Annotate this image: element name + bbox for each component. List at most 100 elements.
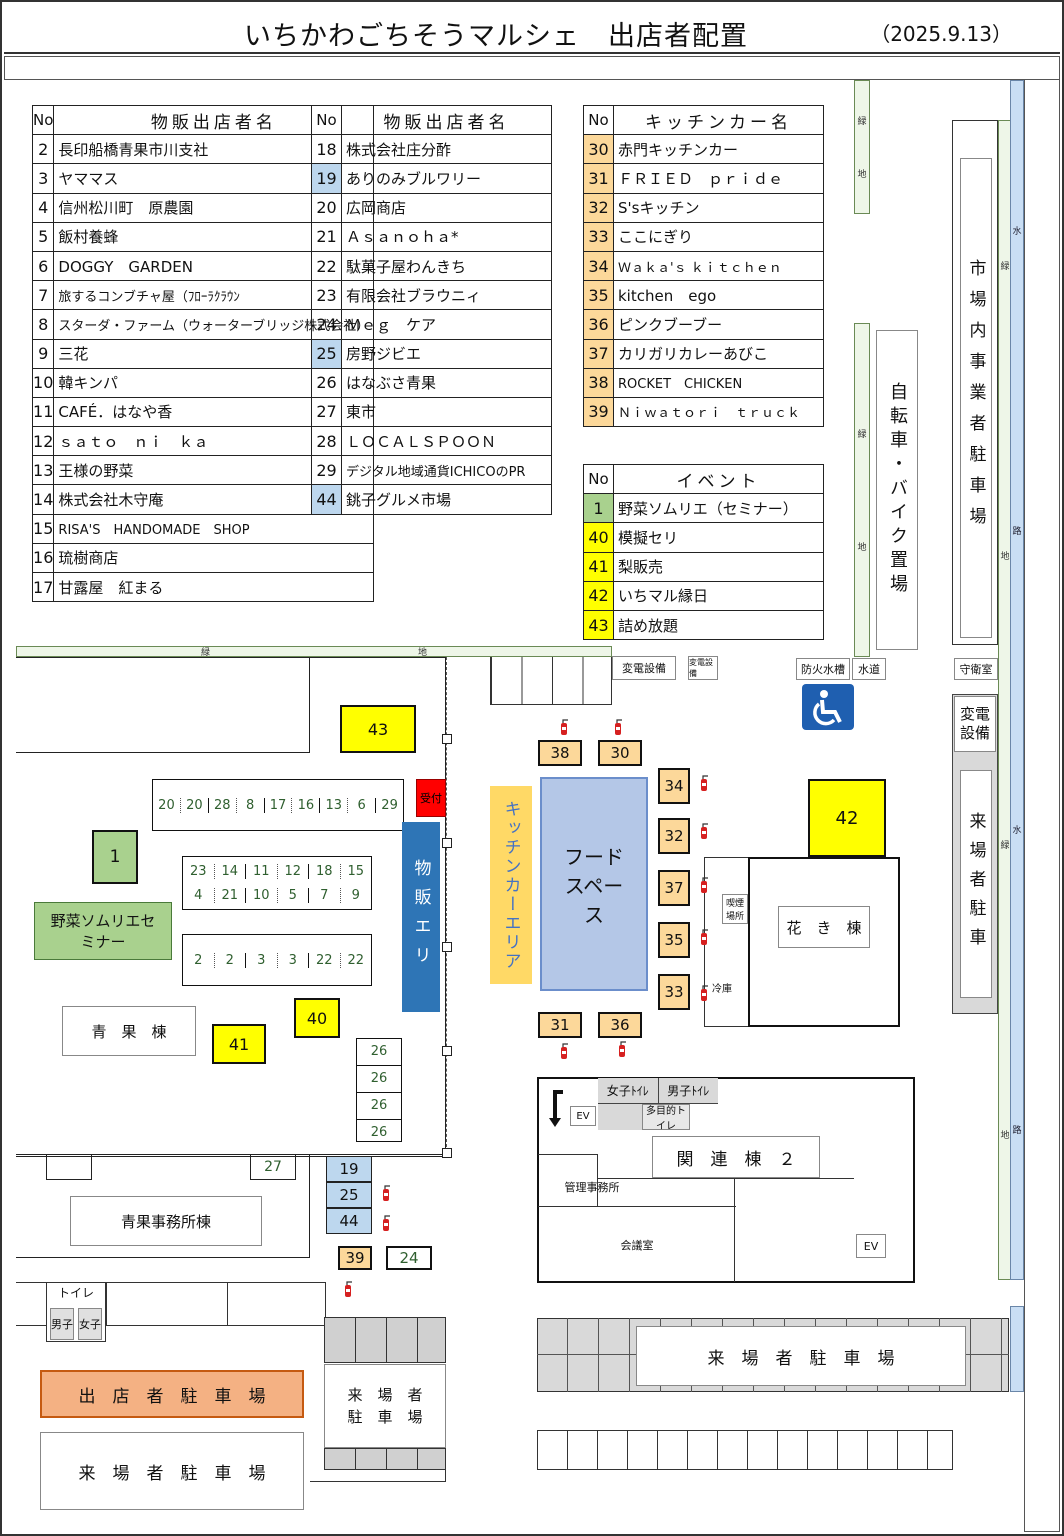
green-strip-top: 緑地 — [854, 80, 870, 214]
visitor-parking-mid: 来 場 者 駐 車 場 — [324, 1364, 446, 1448]
green-label: 緑 — [1000, 262, 1010, 273]
row-number: 24 — [311, 309, 342, 340]
stall-number: 26 — [357, 1093, 401, 1120]
stall-number: 8 — [237, 797, 265, 813]
row-number: 31 — [583, 163, 614, 194]
marker — [442, 1148, 452, 1158]
seika-office-notch-left — [46, 1154, 92, 1180]
row-name: いちマル縁日 — [613, 580, 824, 611]
row-number: 9 — [31, 338, 55, 369]
stall-number: 12 — [278, 863, 309, 879]
kanren-building — [537, 1077, 915, 1283]
row-number: 19 — [311, 163, 342, 194]
seika-office-label: 青果事務所棟 — [70, 1196, 262, 1246]
row-name: ＬＯＣＡＬＳＰＯＯＮ — [341, 426, 552, 457]
stall-number: 28 — [209, 797, 237, 813]
fridge-label: 冷庫 — [712, 984, 732, 995]
fire-extinguisher-icon — [698, 984, 710, 1002]
mid-parking-stalls-bottom — [324, 1448, 446, 1470]
marker — [442, 734, 452, 744]
row-number: 5 — [31, 221, 55, 252]
no-header: No — [583, 463, 614, 495]
row-number: 39 — [583, 396, 614, 428]
green-label: 緑 — [1000, 841, 1010, 852]
substation-right-label: 変電設備 — [954, 696, 996, 752]
row-name: kitchen ego — [613, 280, 824, 311]
row-number: 40 — [583, 522, 614, 553]
row-number: 25 — [311, 338, 342, 369]
kitchen-car-34: 34 — [658, 768, 690, 804]
stall-number: 23 — [183, 863, 215, 879]
waterway-strip-lower — [1010, 1306, 1024, 1392]
green-label: 緑 — [857, 117, 867, 127]
food-space-box: フードスペース — [540, 777, 648, 991]
marker — [442, 1046, 452, 1056]
row-name: 詰め放題 — [613, 609, 824, 641]
area-label: 地 — [417, 648, 427, 658]
visitor-parking-bottom-right: 来 場 者 駐 車 場 — [636, 1326, 966, 1386]
row-number: 37 — [583, 338, 614, 369]
row-number: 38 — [583, 367, 614, 398]
multi-toilet-label: 多目的トイレ — [642, 1104, 690, 1132]
meeting-room-label: 会議室 — [538, 1206, 736, 1282]
toilet-label: トイレ — [57, 1286, 94, 1300]
row-number: 27 — [311, 396, 342, 428]
stall-number: 3 — [246, 952, 278, 968]
fire-extinguisher-icon — [342, 1280, 354, 1298]
fire-extinguisher-icon — [698, 876, 710, 894]
reception-box: 受付 — [416, 779, 446, 817]
stall-number: 2 — [215, 952, 246, 968]
row-name: Ｗａｋａ'ｓ ｋｉｔｃｈｅｎ — [613, 250, 824, 282]
row-name: 赤門キッチンカー — [613, 134, 824, 165]
office-partition — [538, 1154, 598, 1206]
area-label: 地 — [1000, 551, 1010, 562]
stall-number: 17 — [265, 797, 293, 813]
fire-extinguisher-icon — [380, 1214, 392, 1232]
kitchen-car-31: 31 — [538, 1012, 582, 1038]
fire-extinguisher-icon — [698, 928, 710, 946]
kanren-partitions — [598, 1178, 854, 1282]
dashed-line — [446, 657, 447, 1157]
row-number: 16 — [31, 542, 55, 574]
road-line — [310, 1154, 446, 1155]
row-number: 34 — [583, 250, 614, 282]
row-name: 房野ジビエ — [341, 338, 552, 369]
stall-27: 27 — [250, 1154, 296, 1180]
management-office-label: 管理事務所 — [564, 1181, 620, 1194]
hanaki-label: 花 き 棟 — [778, 906, 870, 948]
stall-number: 22 — [309, 952, 341, 968]
row-number: 4 — [31, 192, 55, 223]
marker — [442, 838, 452, 848]
row-name: ピンクブーブー — [613, 309, 824, 340]
row-name: 琉樹商店 — [53, 542, 375, 574]
row-number: 17 — [31, 571, 55, 603]
row-number: 33 — [583, 221, 614, 252]
row-name: ありのみブルワリー — [341, 163, 552, 194]
seika-office-outline — [16, 1154, 310, 1258]
row-name: 模擬セリ — [613, 522, 824, 553]
row-name: 野菜ソムリエ（セミナー） — [613, 493, 824, 524]
row-number: 30 — [583, 134, 614, 165]
ichiba-parking-label: 市場内事業者駐車場 — [960, 158, 992, 638]
row-number: 13 — [31, 455, 55, 486]
kitchen-car-33: 33 — [658, 974, 690, 1010]
row-number: 6 — [31, 250, 55, 282]
